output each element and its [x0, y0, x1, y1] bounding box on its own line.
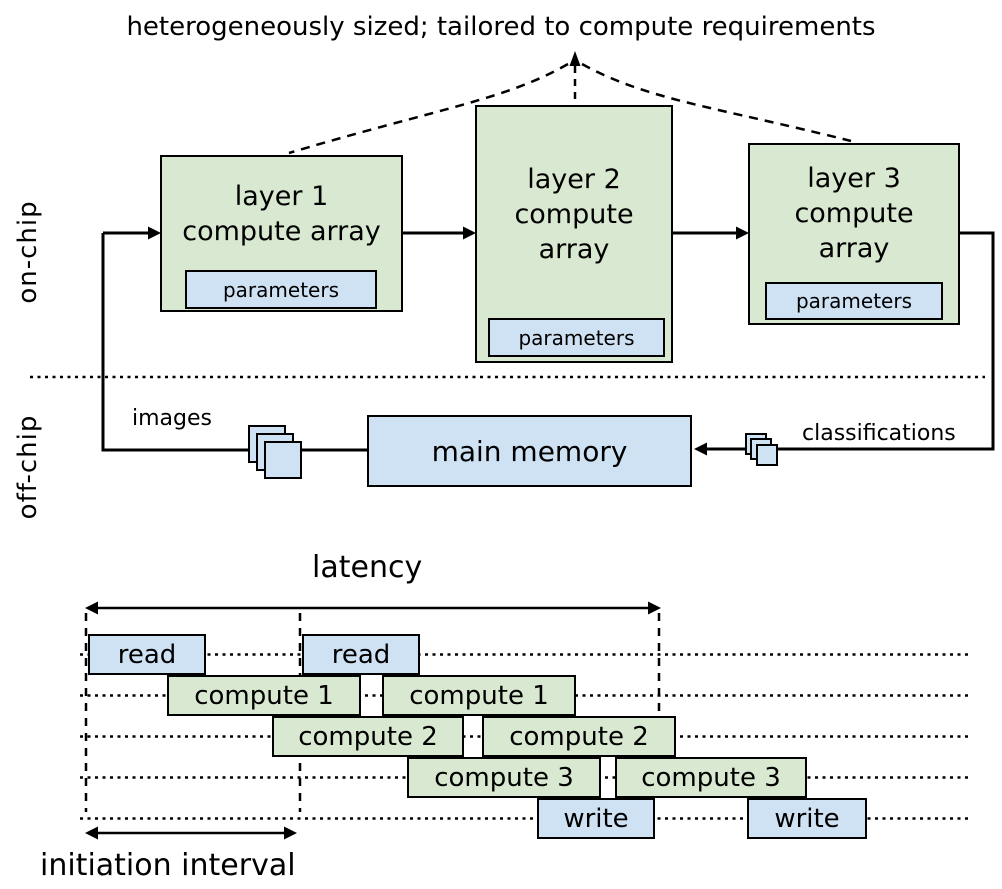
latency-arrowhead-left	[85, 601, 98, 615]
initiation-interval-label: initiation interval	[40, 848, 296, 883]
layer-2-title: layer 2 compute array	[514, 164, 634, 265]
timing-box-compute2-2: compute 2	[482, 716, 676, 757]
initiation-arrowhead-left	[85, 826, 98, 840]
annotation-title: heterogeneously sized; tailored to compu…	[126, 12, 876, 42]
timing-box-compute3-1: compute 3	[407, 757, 601, 798]
latency-label: latency	[312, 550, 423, 585]
layer-3-parameters-box: parameters	[765, 282, 943, 320]
timing-box-compute1-2: compute 1	[382, 675, 576, 716]
timing-box-read-2: read	[302, 634, 420, 675]
layer-1-title: layer 1 compute array	[182, 181, 381, 247]
brace-dashed-lines	[288, 62, 852, 155]
images-stack-icon	[248, 425, 302, 479]
timing-box-compute3-2: compute 3	[615, 757, 807, 798]
arrowhead-into-layer1	[148, 226, 161, 240]
layer-1-compute-array-box: layer 1 compute array parameters	[160, 155, 403, 312]
images-label: images	[132, 406, 212, 431]
timing-box-write-1: write	[537, 798, 655, 839]
on-chip-label: on-chip	[13, 200, 43, 304]
timing-box-compute2-1: compute 2	[272, 716, 464, 757]
latency-arrowhead-right	[648, 601, 661, 615]
arrowhead-into-layer2	[463, 226, 476, 240]
arrowhead-into-layer3	[736, 226, 749, 240]
main-memory-box: main memory	[367, 415, 692, 487]
layer-2-compute-array-box: layer 2 compute array parameters	[475, 105, 673, 363]
layer-1-parameters-box: parameters	[185, 270, 377, 309]
brace-arrowhead-up	[569, 51, 581, 66]
classifications-label: classifications	[802, 421, 956, 446]
off-chip-label: off-chip	[13, 414, 43, 520]
timing-box-write-2: write	[747, 798, 867, 839]
arrowhead-into-memory	[694, 442, 707, 456]
timing-box-compute1-1: compute 1	[167, 675, 361, 716]
initiation-arrowhead-right	[284, 826, 297, 840]
layer-2-parameters-box: parameters	[488, 318, 665, 357]
timing-box-read-1: read	[88, 634, 206, 675]
layer-3-title: layer 3 compute array	[794, 163, 914, 264]
layer-3-compute-array-box: layer 3 compute array parameters	[748, 143, 960, 325]
classifications-stack-icon	[745, 433, 778, 466]
